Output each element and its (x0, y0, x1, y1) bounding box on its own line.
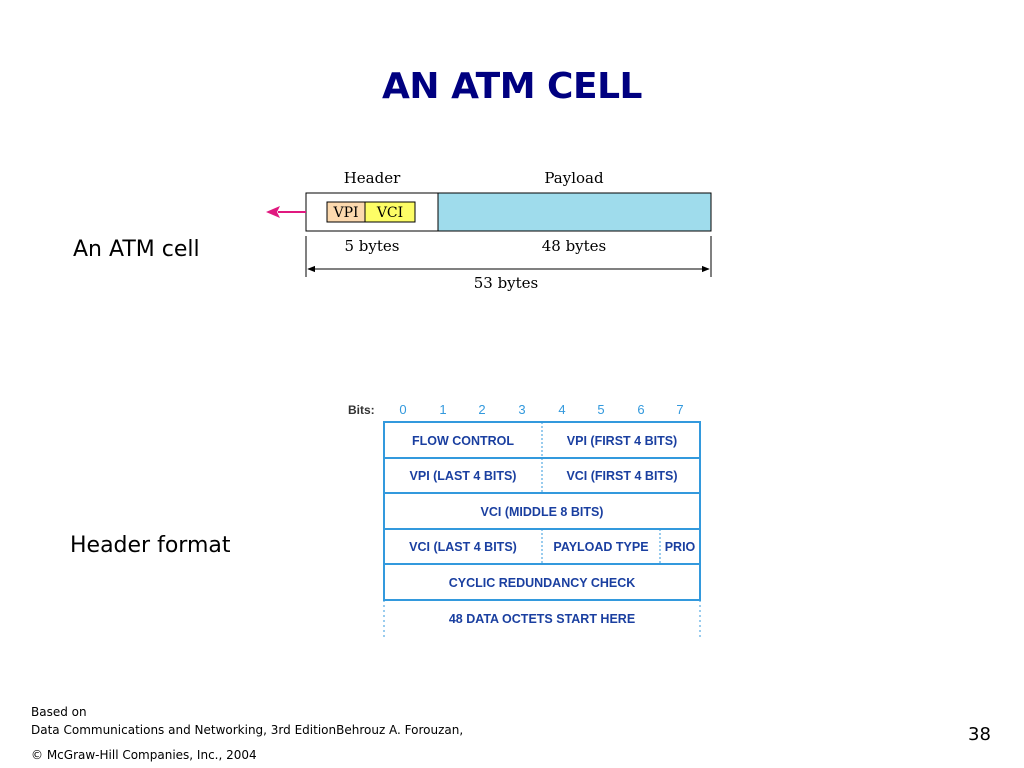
header-format-label: Header format (70, 533, 231, 558)
payload-box (437, 192, 712, 232)
bit-5: 5 (597, 402, 604, 417)
bit-4: 4 (558, 402, 565, 417)
header-format-diagram: Bits: 0 1 2 3 4 5 6 7 FLOW CONTROL VPI (… (348, 402, 701, 638)
header-grid (383, 421, 701, 638)
atm-cell-diagram: Header Payload VPI VCI 5 bytes 48 bytes … (266, 169, 712, 292)
field-vci-last: VCI (LAST 4 BITS) (409, 540, 517, 554)
total-size: 53 bytes (474, 274, 539, 292)
field-data-start: 48 DATA OCTETS START HERE (449, 612, 635, 626)
bits-label: Bits: (348, 403, 375, 417)
atm-cell-label: An ATM cell (73, 237, 200, 262)
slide-title: AN ATM CELL (382, 66, 642, 107)
footer-source-book: Data Communications and Networking, 3rd … (31, 723, 464, 737)
field-payload-type: PAYLOAD TYPE (553, 540, 648, 554)
field-vpi-last: VPI (LAST 4 BITS) (410, 469, 517, 483)
bit-6: 6 (637, 402, 644, 417)
footer-copyright: © McGraw-Hill Companies, Inc., 2004 (31, 748, 257, 762)
field-flow-control: FLOW CONTROL (412, 434, 514, 448)
vci-box (364, 201, 416, 223)
header-caption: Header (344, 169, 401, 187)
field-vci-middle: VCI (MIDDLE 8 BITS) (481, 505, 604, 519)
bit-1: 1 (439, 402, 446, 417)
field-vci-first: VCI (FIRST 4 BITS) (566, 469, 677, 483)
field-vpi-first: VPI (FIRST 4 BITS) (567, 434, 677, 448)
bit-0: 0 (399, 402, 406, 417)
field-crc: CYCLIC REDUNDANCY CHECK (449, 576, 636, 590)
bit-7: 7 (676, 402, 683, 417)
bit-2: 2 (478, 402, 485, 417)
header-size: 5 bytes (345, 237, 400, 255)
payload-caption: Payload (544, 169, 604, 187)
bit-3: 3 (518, 402, 525, 417)
vpi-text: VPI (332, 205, 358, 221)
page-number: 38 (968, 724, 991, 745)
field-prio: PRIO (665, 540, 696, 554)
payload-size: 48 bytes (542, 237, 607, 255)
direction-arrow-icon (266, 206, 306, 218)
footer-source-intro: Based on (31, 705, 87, 719)
vci-text: VCI (376, 205, 403, 221)
